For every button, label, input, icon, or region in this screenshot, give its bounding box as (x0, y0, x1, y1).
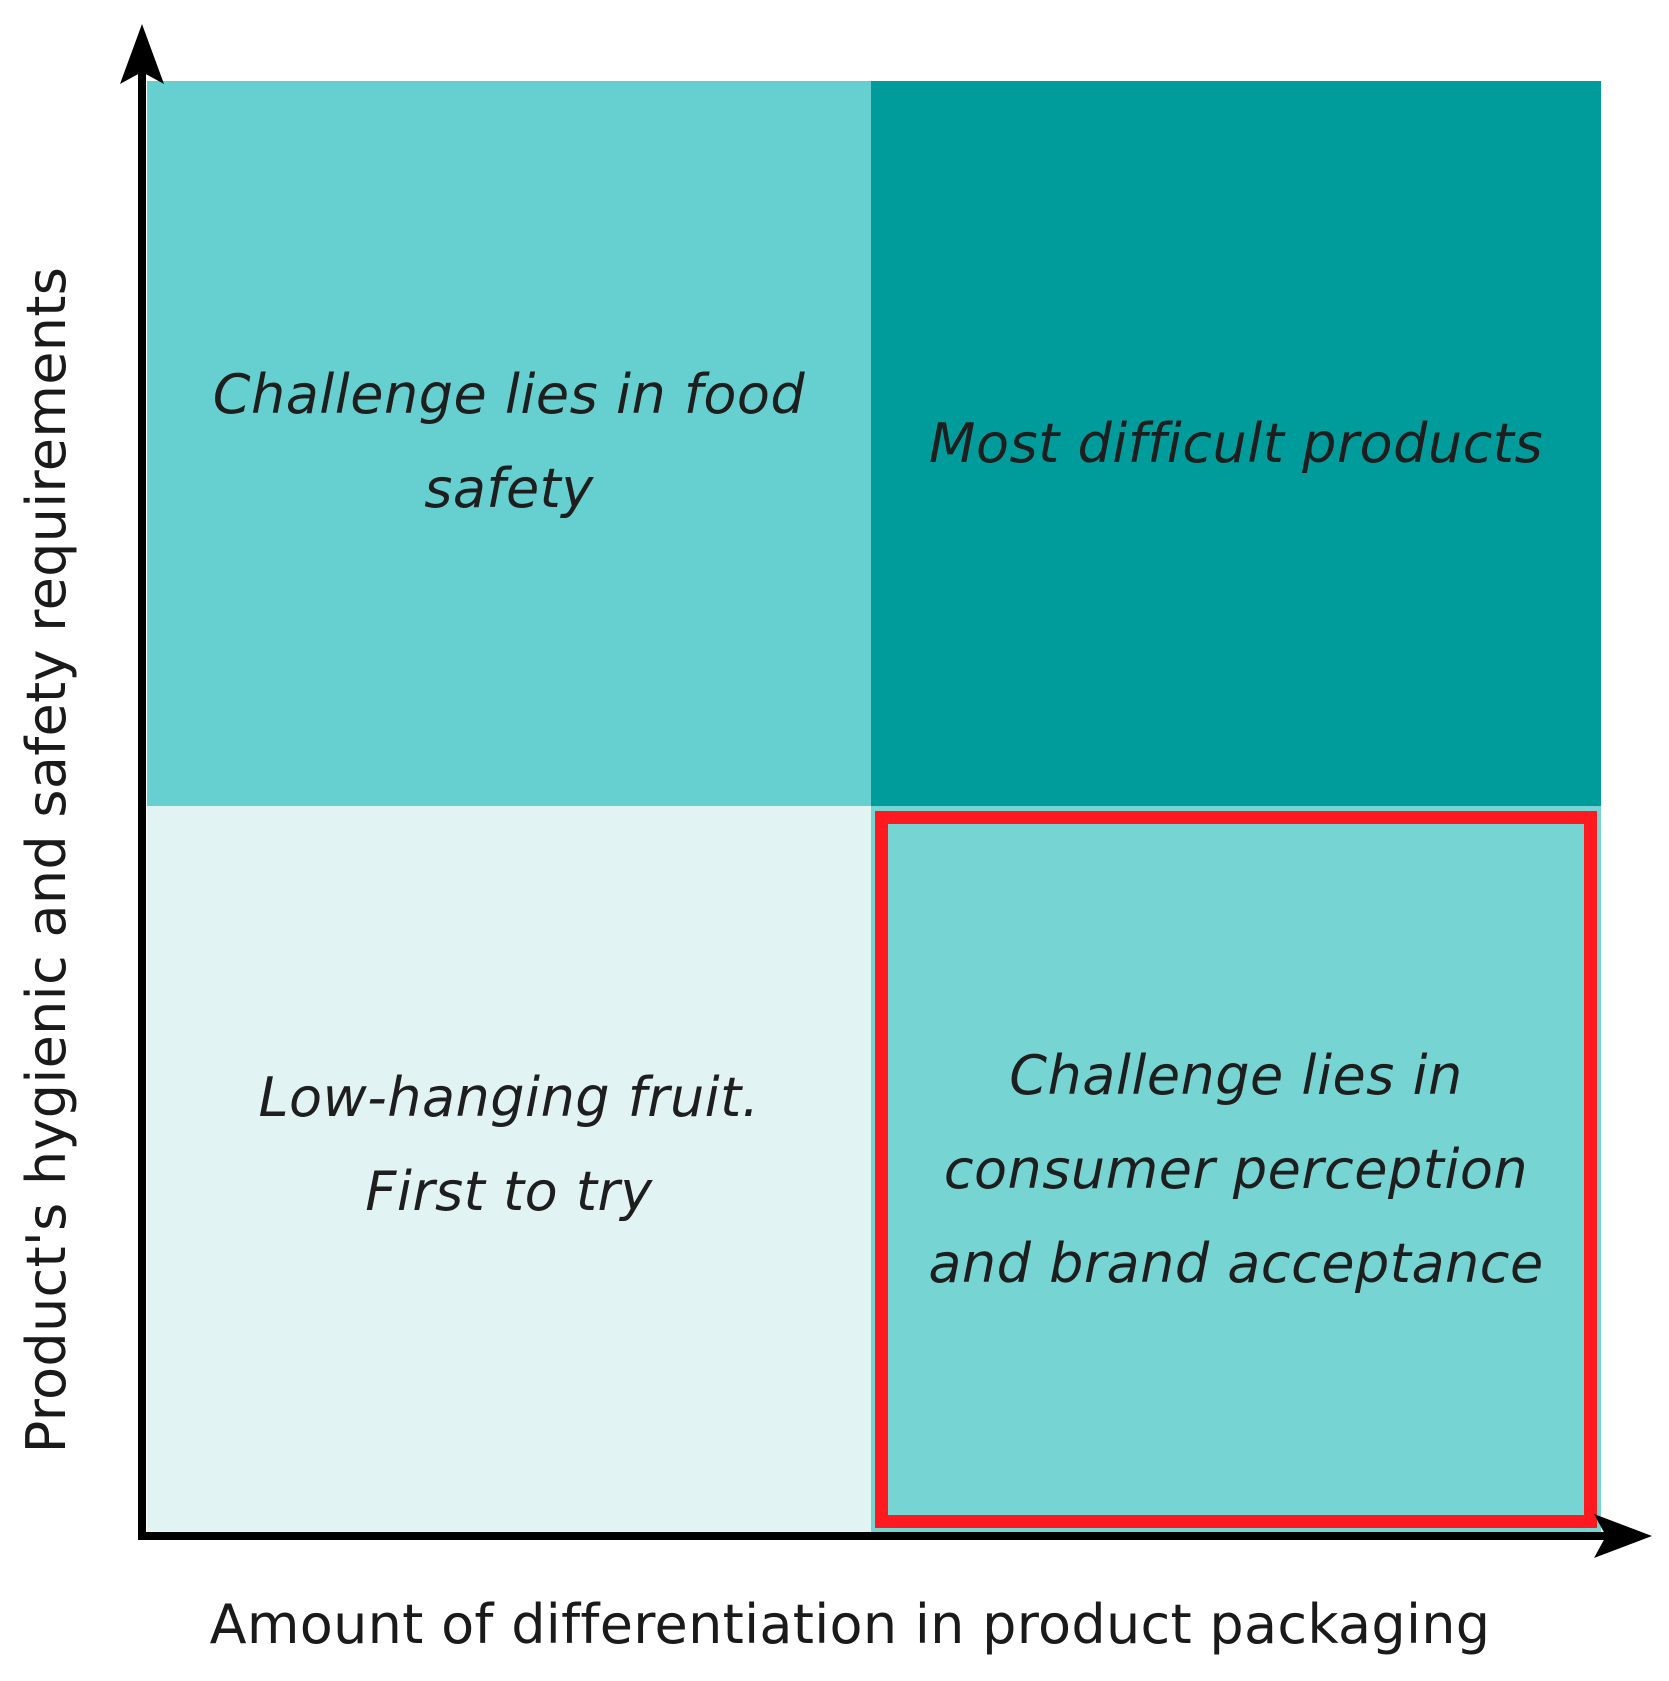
quadrant-bottom-left-text: Low-hanging fruit. First to try (258, 1051, 759, 1239)
x-axis-arrow-icon (1594, 1514, 1652, 1558)
quadrant-top-left-text: Challenge lies in food safety (213, 348, 805, 536)
quadrant-bottom-right-text: Challenge lies in consumer perception an… (928, 1029, 1543, 1311)
quadrant-top-right-text: Most difficult products (929, 397, 1543, 491)
x-axis-label: Amount of differentiation in product pac… (209, 1593, 1491, 1656)
quadrant-top-left: Challenge lies in food safety (147, 81, 871, 806)
y-axis-label: Product's hygienic and safety requiremen… (15, 266, 78, 1454)
quadrant-top-left-line-2: safety (424, 456, 594, 520)
quadrant-bottom-left-line-1: Low-hanging fruit. (258, 1066, 760, 1129)
y-axis-arrow-icon (120, 24, 164, 84)
quadrant-top-right: Most difficult products (871, 81, 1601, 806)
quadrant-bottom-right: Challenge lies in consumer perception an… (871, 806, 1601, 1534)
quadrant-top-left-line-1: Challenge lies in food (212, 362, 806, 426)
quadrant-bottom-right-line-1: Challenge lies in (1009, 1044, 1463, 1107)
quadrant-bottom-right-line-3: and brand acceptance (928, 1232, 1544, 1295)
quadrant-bottom-left: Low-hanging fruit. First to try (147, 806, 871, 1534)
quadrant-bottom-left-line-2: First to try (365, 1160, 653, 1223)
quadrant-bottom-right-line-2: consumer perception (943, 1138, 1529, 1201)
quadrant-top-right-line-1: Most difficult products (928, 411, 1544, 475)
